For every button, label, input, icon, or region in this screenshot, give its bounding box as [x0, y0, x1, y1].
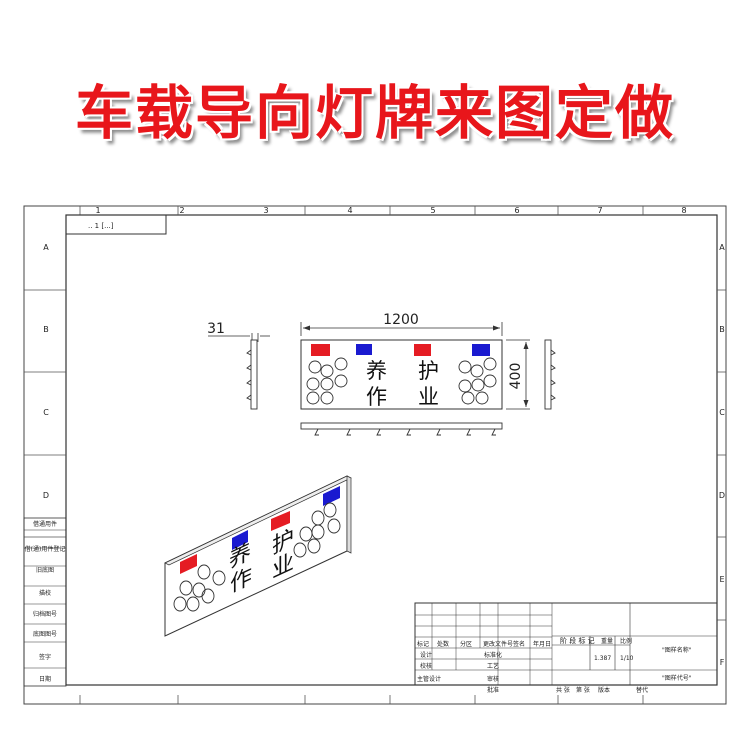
row-label-e-right: E: [719, 575, 724, 584]
col-label-8: 8: [681, 206, 686, 215]
row-label-d-right: D: [719, 491, 725, 500]
drawing-name-placeholder: "图样名称": [662, 646, 692, 654]
left-table-cell: 签字: [39, 653, 51, 661]
row-label-d: D: [43, 491, 49, 500]
red-light: [311, 344, 330, 356]
rev-header: 标记: [417, 640, 429, 648]
col-label-7: 7: [597, 206, 602, 215]
rev-header: 年月日: [533, 640, 551, 648]
row-label-b-right: B: [719, 325, 725, 334]
tb-row-label: 工艺: [487, 662, 499, 670]
col-label-5: 5: [430, 206, 435, 215]
outer-frame: [23, 205, 727, 705]
char-hu: 护: [418, 359, 439, 383]
drawing-number-text: .. 1 [...]: [88, 222, 114, 230]
row-ticks: [24, 289, 726, 621]
red-light: [414, 344, 431, 356]
tb-row-label: 标准化: [484, 651, 502, 659]
scale-label: 比例: [620, 637, 632, 645]
inner-frame: [65, 214, 718, 686]
col-label-3: 3: [263, 206, 268, 215]
weight-label: 重量: [601, 637, 613, 645]
iso-char-yang: 养: [229, 539, 251, 574]
char-ye: 业: [418, 385, 439, 409]
bottom-view: [300, 422, 503, 436]
blue-light: [472, 344, 490, 356]
tb-row-label: 校核: [420, 662, 432, 670]
rev-header: 签名: [513, 640, 525, 648]
row-label-f-right: F: [720, 658, 725, 667]
title-block: [414, 602, 718, 686]
row-label-a: A: [43, 243, 49, 252]
char-yang: 养: [366, 359, 387, 383]
blue-light: [356, 344, 372, 355]
left-table-cell: 借通用件: [33, 520, 57, 528]
dim-height: 400: [508, 363, 524, 390]
rev-header: 分区: [460, 640, 472, 648]
char-zuo: 作: [366, 385, 387, 409]
left-table-cell: 底图图号: [33, 630, 57, 638]
front-view: 养 作 护 业: [300, 339, 503, 410]
side-view-right: [544, 339, 556, 410]
column-ticks: [79, 206, 644, 704]
scale-value: 1/10: [620, 655, 634, 662]
row-label-c: C: [43, 408, 49, 417]
tb-row-label: 批准: [487, 686, 499, 694]
left-table-cell: 日期: [39, 675, 51, 683]
dimension-lines: [208, 322, 530, 410]
dim-depth: 31: [207, 321, 225, 337]
col-label-2: 2: [179, 206, 184, 215]
row-label-a-right: A: [719, 243, 725, 252]
tb-footer: 版本: [598, 686, 610, 694]
left-table-cell: 描校: [39, 589, 51, 597]
tb-row-label: 主管设计: [417, 675, 441, 683]
drawing-number-box: [65, 214, 167, 235]
col-label-1: 1: [95, 206, 100, 215]
iso-char-ye: 业: [272, 549, 294, 584]
drawing-code-placeholder: "图样代号": [662, 674, 692, 682]
isometric-view: 养 作 护 业: [164, 475, 352, 637]
weight-value: 1.387: [594, 655, 611, 662]
tb-footer: 替代: [636, 686, 648, 694]
iso-char-zuo: 作: [230, 564, 252, 599]
left-table-cell: 旧底图: [36, 566, 54, 574]
col-label-6: 6: [514, 206, 519, 215]
left-table-cell: 归档图号: [33, 610, 57, 618]
rev-header: 更改文件号: [483, 640, 513, 648]
rev-header: 处数: [437, 640, 449, 648]
col-label-4: 4: [347, 206, 352, 215]
tb-row-label: 设计: [420, 651, 432, 659]
iso-char-hu: 护: [272, 525, 294, 560]
left-side-table: 借通用件 借(通)用件登记 旧底图 描校 归档图号 底图图号 签字 日期: [23, 517, 67, 687]
side-view-left: [246, 339, 258, 410]
dim-width: 1200: [383, 312, 419, 328]
row-label-c-right: C: [719, 408, 725, 417]
tb-footer: 共 张: [556, 686, 570, 694]
row-label-b: B: [43, 325, 49, 334]
stage-label: 阶 段 标 记: [560, 636, 595, 645]
led-circles-right: [458, 357, 497, 405]
led-circles-left: [306, 357, 348, 405]
tb-footer: 第 张: [576, 686, 590, 694]
banner-title: 车载导向灯牌来图定做: [74, 79, 675, 147]
tb-row-label: 审核: [487, 675, 499, 683]
left-table-cell: 借(通)用件登记: [25, 545, 66, 553]
